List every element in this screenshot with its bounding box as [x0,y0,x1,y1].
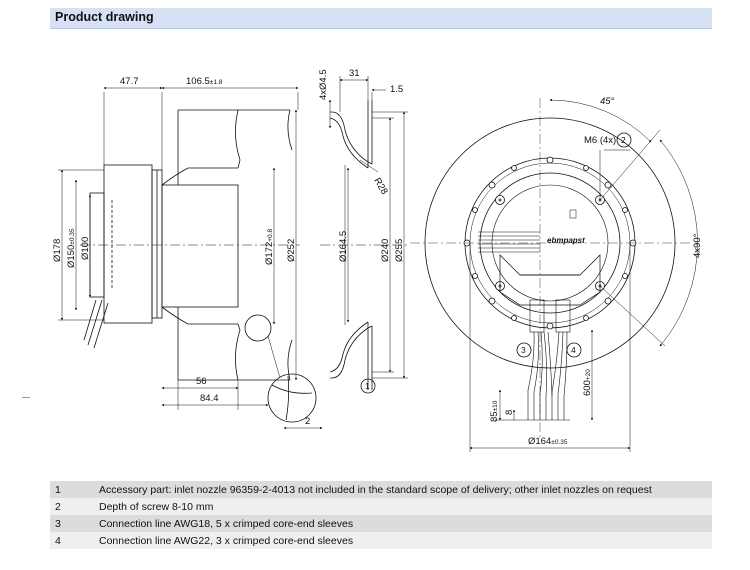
dim-45-deg: 45° [600,96,615,107]
callout-1-circle [360,378,376,394]
callout-1: 1 [365,381,370,391]
section-title: Product drawing [55,10,154,24]
dim-47-7: 47.7 [120,76,139,87]
note-text: Accessory part: inlet nozzle 96359-2-401… [94,481,712,498]
impeller-hub [161,184,239,308]
dim-4x4-5: 4xØ4.5 [318,69,329,100]
brand-logo: ebmpapst [547,236,585,245]
note-number: 4 [50,532,94,549]
dim-1-5: 1.5 [390,84,403,95]
note-text: Depth of screw 8-10 mm [94,498,712,515]
detail-marker [244,314,272,342]
table-row: 3 Connection line AWG18, 5 x crimped cor… [50,515,712,532]
nozzle-top-profile [330,111,373,165]
section-header: Product drawing [50,8,712,29]
dim-31: 31 [349,68,360,79]
dim-85: 85±10 [489,400,500,422]
side-view-labels: 47.7 106.5±1.8 Ø178 Ø150±0.35 Ø100 Ø172+… [52,76,310,427]
callout-4: 4 [571,345,576,355]
motor-plate [479,172,621,314]
terminal-box [499,254,601,306]
note-number: 1 [50,481,94,498]
table-row: 2 Depth of screw 8-10 mm [50,498,712,515]
dim-164-bottom: Ø164±0.35 [528,436,568,447]
dim-8: 8 [504,410,515,415]
technical-drawing: 47.7 106.5±1.8 Ø178 Ø150±0.35 Ø100 Ø172+… [52,68,703,452]
dim-252: Ø252 [286,239,297,262]
dim-600: 600+20 [582,369,593,396]
nozzle-view-labels: 4xØ4.5 31 1.5 R28 Ø164.5 Ø240 Ø255 1 [318,68,405,391]
dim-100: Ø100 [80,237,91,260]
callout-2: 2 [621,135,626,145]
note-text: Connection line AWG22, 3 x crimped core-… [94,532,712,549]
note-number: 3 [50,515,94,532]
notes-table: 1 Accessory part: inlet nozzle 96359-2-4… [50,481,712,549]
dim-164-5: Ø164.5 [338,231,349,262]
note-number: 2 [50,498,94,515]
cable [83,299,109,349]
motor-body [103,164,153,324]
dim-r28: R28 [371,176,389,197]
nozzle-view [320,76,410,394]
detail-circle [267,373,317,423]
dim-172: Ø172+0.8 [264,229,275,265]
table-row: 1 Accessory part: inlet nozzle 96359-2-4… [50,481,712,498]
callout-3: 3 [521,345,526,355]
dim-2: 2 [305,416,310,427]
front-view [410,98,698,452]
impeller-top [178,109,241,169]
dim-150: Ø150±0.35 [66,228,77,268]
dim-240: Ø240 [380,239,391,262]
dim-178: Ø178 [52,239,63,262]
table-row: 4 Connection line AWG22, 3 x crimped cor… [50,532,712,549]
nozzle-bottom-profile [330,325,373,379]
front-view-labels: 45° M6 (4x) 4x90° 2 3 4 85±10 8 600+20 Ø… [489,96,703,447]
note-text: Connection line AWG18, 5 x crimped core-… [94,515,712,532]
margin-mark [22,397,30,398]
dim-84-4: 84.4 [200,393,219,404]
dim-4x90-deg: 4x90° [692,233,703,258]
impeller-bottom [178,323,241,381]
dim-56: 56 [196,376,207,387]
dim-m6-thread: M6 (4x) [584,135,616,146]
dim-106-5: 106.5±1.8 [186,76,223,87]
dim-255: Ø255 [394,239,405,262]
side-view [58,86,323,430]
